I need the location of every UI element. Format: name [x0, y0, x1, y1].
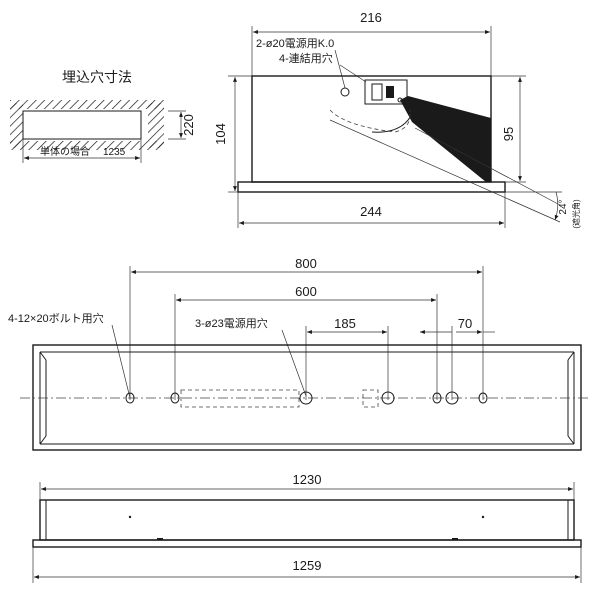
note-bolt-holes: 4-12×20ボルト用穴: [8, 311, 104, 325]
dim-95: 95: [501, 127, 516, 141]
dim-1259: 1259: [293, 558, 322, 573]
fixture-flange: [237, 181, 506, 193]
embed-title: 埋込穴寸法: [62, 69, 132, 85]
top-body-outer: [32, 344, 582, 451]
ceiling-hatch-bottom: [10, 141, 164, 150]
dim-244: 244: [360, 204, 382, 219]
embed-hole-section: 埋込穴寸法 220 単体の場合 1235: [10, 69, 196, 163]
embed-width-label: 単体の場合: [40, 145, 90, 158]
terminal-area: [180, 389, 300, 408]
dim-800: 800: [295, 256, 317, 271]
front-flange: [32, 539, 582, 548]
embed-hole: [22, 110, 142, 140]
bolt-hole-2: [478, 392, 488, 404]
angle-note: (遮光角): [571, 199, 581, 229]
dim-600: 600: [295, 284, 317, 299]
note-power-holes: 3-ø23電源用穴: [195, 316, 268, 330]
dim-185: 185: [334, 316, 356, 331]
front-view: 1230 1259: [32, 472, 582, 583]
power-hole-2: [381, 391, 395, 405]
front-body: [39, 499, 575, 541]
angle-24: 24°: [558, 199, 569, 214]
dim-104: 104: [213, 123, 228, 145]
connect-hole-2: [432, 392, 442, 404]
dim-70: 70: [458, 316, 472, 331]
power-hole-1: [299, 391, 313, 405]
bolt-hole-1: [125, 392, 135, 404]
side-section-view: 216 2-ø20電源用K.0 4-連結用穴 104 95: [213, 10, 581, 229]
ceiling-hatch-top: [10, 100, 164, 109]
terminal-block: [364, 79, 408, 105]
note-power-ko: 2-ø20電源用K.0: [256, 36, 334, 50]
dim-1230: 1230: [293, 472, 322, 487]
ceiling-hatch-left: [10, 103, 23, 148]
embed-width-dim: 1235: [103, 147, 126, 158]
dim-216: 216: [360, 10, 382, 25]
connect-hole-1: [170, 392, 180, 404]
power-hole-3: [445, 391, 459, 405]
note-connect-hole: 4-連結用穴: [279, 51, 333, 65]
ko-hole: [340, 87, 350, 97]
ceiling-hatch-right: [148, 103, 164, 148]
reflector-black: [400, 96, 491, 182]
top-view: 800 600 185 70 4-12×20ボルト用穴 3-ø23電源用穴: [8, 256, 590, 451]
embed-height-dim: 220: [181, 114, 196, 136]
